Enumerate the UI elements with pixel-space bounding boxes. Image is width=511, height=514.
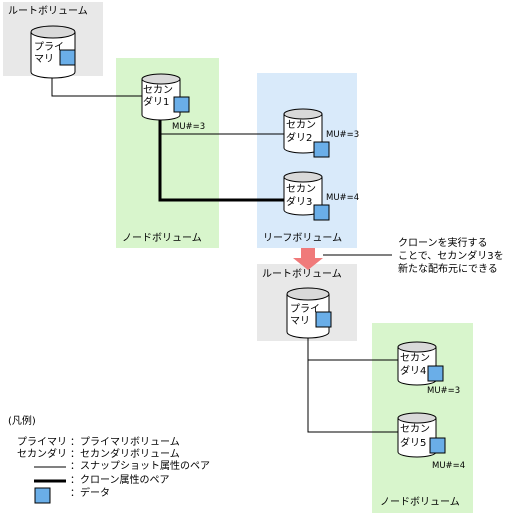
svg-text:マリ: マリ	[34, 54, 54, 65]
data-square-icon	[429, 437, 446, 454]
primary-volume-top: プライ マリ	[30, 25, 76, 79]
secondary-volume-5: セカン ダリ5 MU#=4	[397, 412, 465, 471]
node-volume-label-top: ノードボリューム	[122, 232, 202, 244]
svg-text:ダリ3: ダリ3	[286, 195, 312, 208]
legend-data: ：データ	[70, 488, 110, 499]
legend-secondary-value: ：セカンダリボリューム	[70, 449, 180, 460]
root-volume-label-top: ルートボリューム	[8, 5, 88, 17]
secondary-volume-4: セカン ダリ4 MU#=3	[397, 341, 460, 396]
data-square-icon	[313, 141, 330, 158]
primary-volume-bottom: プライ マリ	[286, 287, 332, 339]
svg-text:セカン: セカン	[143, 84, 173, 96]
svg-text:ダリ4: ダリ4	[400, 364, 426, 377]
leaf-volume-panel	[257, 73, 357, 248]
legend-data-square-icon	[34, 487, 51, 504]
svg-text:ダリ5: ダリ5	[400, 436, 426, 449]
svg-text:セカン: セカン	[400, 352, 430, 364]
callout-line-2: ことで、セカンダリ3を	[398, 249, 504, 262]
svg-text:マリ: マリ	[290, 316, 310, 327]
clone-arrow-icon	[293, 248, 323, 270]
snapshot-line-primary-to-secondary5	[307, 360, 398, 433]
snapshot-line-primary-to-secondary1	[51, 78, 142, 97]
secondary-volume-1: セカン ダリ1 MU#=3	[141, 73, 205, 132]
data-square-icon	[315, 311, 332, 328]
callout-line-3: 新たな配布元にできる	[398, 262, 498, 275]
leaf-volume-label: リーフボリューム	[263, 232, 342, 244]
svg-text:セカン: セカン	[286, 119, 316, 131]
legend-snapshot-pair: ：スナップショット属性のペア	[70, 461, 210, 472]
root-volume-label-bottom: ルートボリューム	[262, 268, 342, 280]
callout-line-1: クローンを実行する	[398, 236, 488, 249]
svg-text:セカン: セカン	[286, 183, 316, 195]
svg-text:ダリ2: ダリ2	[286, 131, 312, 144]
svg-text:プライ: プライ	[34, 41, 64, 53]
secondary-volume-3: セカン ダリ3 MU#=4	[283, 171, 359, 221]
mu-label: MU#=3	[172, 122, 205, 132]
clone-pair-line-secondary1-to-secondary3	[158, 120, 284, 202]
mu-label: MU#=3	[326, 130, 359, 140]
legend-primary-value: ：プライマリボリューム	[70, 437, 180, 448]
node-volume-label-bottom: ノードボリューム	[380, 496, 460, 508]
legend-primary-key: プライマリ	[17, 437, 67, 448]
mu-label: MU#=4	[432, 461, 465, 471]
mu-label: MU#=3	[427, 386, 460, 396]
svg-text:プライ: プライ	[290, 303, 320, 315]
data-square-icon	[59, 49, 76, 66]
data-square-icon	[313, 204, 330, 221]
legend-clone-pair: ：クローン属性のペア	[70, 475, 170, 486]
legend-title: (凡例)	[8, 416, 36, 427]
data-square-icon	[427, 365, 444, 382]
secondary-volume-2: セカン ダリ2 MU#=3	[283, 108, 359, 158]
data-square-icon	[173, 96, 190, 113]
svg-text:セカン: セカン	[400, 423, 430, 435]
svg-text:ダリ1: ダリ1	[143, 95, 169, 108]
mu-label: MU#=4	[326, 193, 359, 203]
legend-secondary-key: セカンダリ	[17, 449, 67, 460]
